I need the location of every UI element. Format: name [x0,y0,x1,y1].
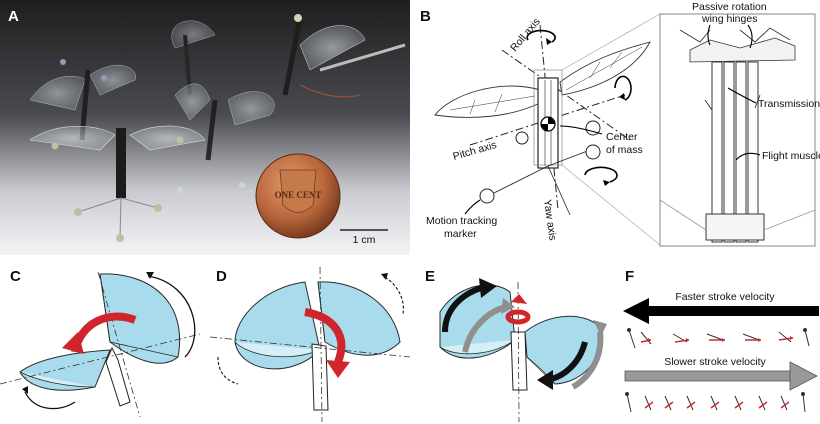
transmissions-label: Transmissions [758,98,820,110]
scale-bar: 1 cm [340,229,388,246]
stroke-arrow-d-right [384,276,404,315]
body-e [510,331,528,391]
panel-label-f: F [625,268,635,285]
yaw-torque-arrow-e [505,294,531,325]
body-d [311,343,329,411]
center-of-mass-label-1: Center [606,131,638,143]
robobee-bg-3 [174,83,275,193]
roll-torque-diagram: D [210,262,415,424]
roll-axis-line [501,49,631,141]
panel-label-e: E [425,268,436,285]
zoom-box [533,69,563,166]
photo-panel: ONE CENT 1 cm A [0,0,410,255]
gray-stroke-arrow-e-right [571,331,604,390]
diagram-d [210,266,411,423]
stroke-arrow-d-left [217,356,239,385]
left-wing [434,85,543,118]
coin-text: ONE CENT [275,190,322,200]
roll-axis-label: Roll axis [508,16,543,54]
robobee-foreground [29,125,206,242]
stroke-arrow-c-bottom [24,391,76,410]
motion-marker-label-2: marker [444,228,477,240]
motion-marker-circle [479,188,495,204]
yaw-rotation-arrow [584,166,618,183]
slower-stroke-arrow [624,361,818,391]
scale-bar-label: 1 cm [353,234,376,246]
stroke-velocity-panel: Faster stroke velocity Slower stroke vel… [615,262,820,424]
black-stroke-arrow-e-left [442,284,486,333]
faster-stroke-arrow [623,298,819,324]
slower-stroke-wing-sequence [625,392,806,413]
pitch-axis-label: Pitch axis [452,139,499,163]
yaw-torque-diagram: E [415,262,615,424]
panel-label-c: C [10,268,21,285]
pitch-rotation-arrow [614,75,632,101]
slower-stroke-label: Slower stroke velocity [664,356,766,368]
robobee-schematic: Roll axis Pitch axis Yaw axis Center of … [426,1,820,247]
center-of-mass-symbol [540,116,556,132]
zoom-inset [659,13,816,247]
diagram-f: Faster stroke velocity Slower stroke vel… [623,291,819,413]
roll-rotation-arrow [526,29,556,43]
torque-arrow-d [304,308,346,364]
faster-stroke-wing-sequence [627,328,810,349]
schematic-panel: Roll axis Pitch axis Yaw axis Center of … [410,0,820,255]
panel-label-a: A [8,8,19,25]
panel-label-b: B [420,8,431,25]
center-of-mass-label-2: of mass [606,144,643,156]
robobee-flying [282,14,406,98]
flight-muscles-label: Flight muscles [762,150,820,162]
hinges-label-1: Passive rotation [692,1,767,13]
faster-stroke-label: Faster stroke velocity [675,291,775,303]
robobee-photo: ONE CENT 1 cm [0,0,410,255]
motion-marker-label-1: Motion tracking [426,215,497,227]
yaw-axis-label: Yaw axis [541,199,559,242]
panel-label-d: D [216,268,227,285]
diagram-e [439,278,607,423]
body-c [105,346,131,407]
penny-coin: ONE CENT [255,153,341,239]
stroke-arrow-c-top [147,275,196,358]
hinges-label-2: wing hinges [701,13,757,25]
diagram-c [0,271,201,418]
pitch-torque-diagram: C [0,262,210,424]
